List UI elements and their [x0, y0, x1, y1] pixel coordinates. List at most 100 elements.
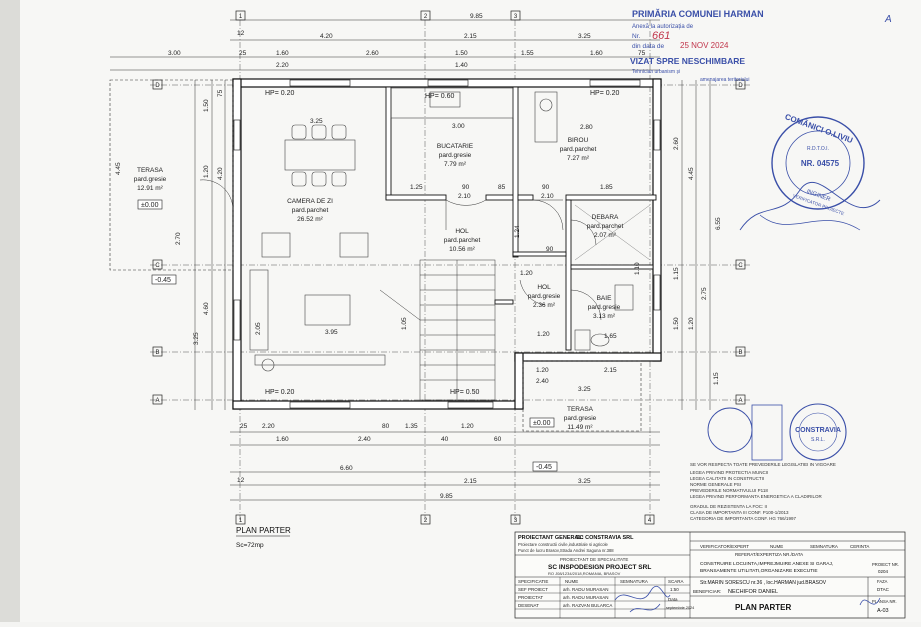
dim-bot-4: 1.35 — [405, 423, 418, 430]
bathroom-fixtures — [574, 284, 634, 351]
phase-label: FAZA — [877, 579, 888, 584]
plan-scale: Sc=72mp — [236, 542, 264, 549]
role-3: DESENAT — [518, 603, 539, 608]
constravia-name: CONSTRAVIA — [795, 427, 841, 434]
primaria-line-7: amenajarea teritoriului — [700, 77, 749, 83]
dim-bot-3: 2.40 — [358, 436, 371, 443]
dim-bot-1: 2.20 — [262, 423, 275, 430]
room-office-name: BIROU — [568, 137, 589, 144]
room-hall2-name: HOL — [537, 284, 551, 291]
dim-left-7: 75 — [217, 89, 224, 97]
axis-label-2-top: 2 — [424, 14, 428, 20]
room-office-area: 7.27 m² — [567, 155, 590, 162]
dim-int-6: 85 — [498, 184, 506, 191]
dim-int-15: 2.40 — [536, 378, 549, 385]
role-0: SPECIFICATIE — [518, 579, 548, 584]
room-kitchen-name: BUCATARIE — [437, 143, 474, 150]
note-9: CATEGORIA DE IMPORTANTA CONF. HG 766/199… — [690, 516, 796, 521]
interior-walls — [385, 86, 657, 351]
dim-top-terrace: 3.00 — [168, 50, 181, 57]
primaria-stamp: PRIMĂRIA COMUNEI HARMAN Anexă la autoriz… — [630, 9, 764, 83]
room-hall2-finish: pard.gresie — [528, 293, 561, 300]
note-3: LEGEA CALITATII IN CONSTRUCTII — [690, 476, 764, 481]
dim-left-4: 3.25 — [193, 332, 200, 345]
note-6: LEGEA PRIVIND PERFORMANTA ENERGETICA A C… — [690, 494, 822, 499]
dim-int-5: 90 — [462, 184, 470, 191]
axis-label-3-top: 3 — [514, 14, 518, 20]
windows — [233, 79, 661, 409]
constravia-sub: S.R.L. — [811, 437, 825, 443]
axis-label-b-left: B — [155, 350, 159, 356]
dim-int-23: 1.05 — [401, 317, 408, 330]
dim-right-8: 1.15 — [713, 372, 720, 385]
room-storage-finish: pard.parchet — [587, 223, 624, 230]
room-hall-name: HOL — [455, 228, 469, 235]
dim-int-22: 2.05 — [255, 322, 262, 335]
room-terasa-1-area: 12.91 m² — [137, 185, 163, 192]
room-living-finish: pard.parchet — [292, 207, 329, 214]
dim-int-14: 1.65 — [604, 333, 617, 340]
dim-left-5: 2.70 — [175, 232, 182, 245]
dim-left-3: 4.60 — [203, 302, 210, 315]
dim-top-2: 2.15 — [464, 33, 477, 40]
general-designer-addr: Proiectare constructii civile,industrial… — [518, 542, 609, 547]
dim-int-9: 2.10 — [458, 193, 471, 200]
axis-label-a-left: A — [155, 398, 159, 404]
specialty-name: SC INSPODESIGN PROJECT SRL — [548, 564, 651, 571]
dim-int-20: 3.95 — [325, 329, 338, 336]
primaria-line-5: VIZAT SPRE NESCHIMBARE — [630, 56, 745, 66]
axis-label-1-top: 1 — [239, 14, 243, 20]
dim-bot-8: 2.15 — [464, 478, 477, 485]
engineer-middle: R.D.T.O.I. — [807, 146, 829, 152]
hp-label-5: HP= 0.50 — [450, 389, 479, 396]
general-designer: SC CONSTRAVIA SRL — [576, 535, 634, 541]
dim-top-4: 1.60 — [276, 50, 289, 57]
axis-label-2-bottom: 2 — [424, 518, 428, 524]
hp-labels: HP= 0.20 HP= 0.60 HP= 0.20 HP= 0.20 HP= … — [265, 90, 619, 396]
date-value: septembrie 2024 — [666, 606, 694, 610]
dim-right-6: 1.20 — [688, 317, 695, 330]
tb-header-1: VERIFICATOR/EXPERT — [700, 544, 749, 549]
dim-top-7: 1.55 — [521, 50, 534, 57]
dim-bot-10: 25 — [240, 423, 248, 430]
dim-top-11: 75 — [638, 50, 646, 57]
note-1: SE VOR RESPECTA TOATE PREVEDERILE LEGISL… — [690, 462, 836, 467]
role-3-name: arh. RAZVAN BULARCA — [563, 603, 612, 608]
corner-mark: A — [884, 14, 892, 25]
dim-int-10: 2.10 — [541, 193, 554, 200]
dim-right-7: 2.75 — [701, 287, 708, 300]
dimension-texts: 9.85 4.20 2.15 3.25 3.00 1.60 2.60 1.50 … — [115, 13, 722, 500]
dim-bot-12: 80 — [382, 423, 390, 430]
plan-title-group: PLAN PARTER Sc=72mp — [236, 526, 291, 549]
primaria-line-4: din data de — [632, 43, 665, 50]
room-terasa-2-finish: pard.gresie — [564, 415, 597, 422]
dim-top-10: 1.40 — [455, 62, 468, 69]
room-living-area: 26.52 m² — [297, 216, 323, 223]
dim-top-12: 25 — [239, 50, 247, 57]
dim-bot-2: 1.60 — [276, 436, 289, 443]
dim-int-19: 1.20 — [536, 367, 549, 374]
kitchen-counter — [390, 87, 558, 143]
dim-bot-9: 3.25 — [578, 478, 591, 485]
signatures — [614, 585, 881, 613]
level-terasa-2: ±0.00 — [533, 420, 551, 427]
primaria-line-3: Nr. — [632, 33, 641, 40]
room-bath-name: BAIE — [597, 295, 612, 302]
room-terasa-1-finish: pard.gresie — [134, 176, 167, 183]
hp-label-2: HP= 0.60 — [425, 93, 454, 100]
dim-left-1: 1.50 — [203, 99, 210, 112]
room-kitchen-finish: pard.gresie — [439, 152, 472, 159]
dim-left-8: 1.20 — [203, 165, 210, 178]
sheet-label: PLANSA NR. — [872, 599, 897, 604]
tb-referat: REFERAT/EXPERTIZA NR./DATA — [735, 552, 803, 557]
dim-right-3: 6.55 — [715, 217, 722, 230]
dim-int-11: 1.24 — [514, 225, 521, 238]
dim-top-1: 4.20 — [320, 33, 333, 40]
dim-int-18: 1.20 — [537, 331, 550, 338]
title-block: PROIECTANT GENERAL: SC CONSTRAVIA SRL Pr… — [514, 531, 906, 619]
primaria-number: 661 — [652, 30, 670, 42]
interior-dimensions: 3.25 3.00 2.80 1.25 90 85 90 1.85 2.10 2… — [255, 118, 641, 393]
dim-bot-13: 12 — [237, 477, 245, 484]
dim-top-13: 12 — [237, 30, 245, 37]
room-office-finish: pard.parchet — [560, 146, 597, 153]
